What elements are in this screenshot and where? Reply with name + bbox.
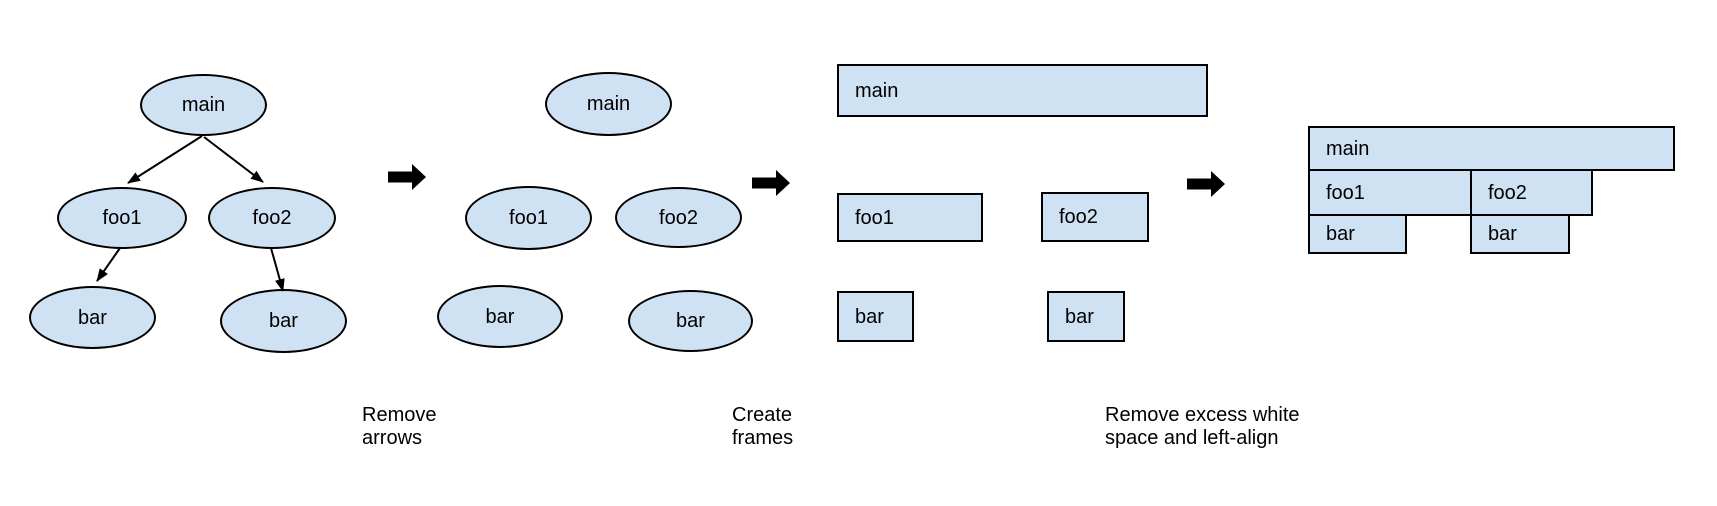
caption-line: frames [732, 427, 794, 449]
frame-main: main [837, 64, 1208, 117]
noarrow-node-foo1: foo1 [465, 186, 592, 250]
tree-node-main: main [140, 74, 267, 136]
edge-main-foo1-arrow [127, 135, 203, 184]
edge-foo2-bar-arrow [270, 247, 285, 292]
step-arrow-icon [388, 164, 426, 190]
flame-frame-main: main [1308, 126, 1675, 171]
caption-remove-arrows: Remove arrows [362, 404, 436, 450]
step-arrow-icon [752, 170, 790, 196]
flame-frame-foo2: foo2 [1470, 169, 1593, 216]
caption-create-frames: Create frames [732, 404, 793, 450]
flame-frame-bar-right: bar [1470, 214, 1570, 254]
frame-bar-right: bar [1047, 291, 1125, 342]
frame-foo1: foo1 [837, 193, 983, 242]
flame-frame-bar-left: bar [1308, 214, 1407, 254]
caption-line: space and left-align [1105, 427, 1279, 449]
flame-frame-foo1: foo1 [1308, 169, 1472, 216]
step-arrow-icon [1187, 171, 1225, 197]
caption-line: Create [732, 404, 793, 426]
frame-foo2: foo2 [1041, 192, 1149, 242]
frame-bar-left: bar [837, 291, 914, 342]
edge-foo1-bar-arrow [96, 247, 121, 282]
noarrow-node-bar-right: bar [628, 290, 753, 352]
caption-line: Remove excess white [1105, 404, 1300, 426]
caption-line: Remove [362, 404, 437, 426]
noarrow-node-foo2: foo2 [615, 187, 742, 248]
edge-main-foo2-arrow [203, 136, 264, 183]
tree-node-foo2: foo2 [208, 187, 336, 249]
noarrow-node-main: main [545, 72, 672, 136]
noarrow-node-bar-left: bar [437, 285, 563, 348]
tree-node-bar-right: bar [220, 289, 347, 353]
caption-left-align: Remove excess white space and left-align [1105, 404, 1300, 450]
tree-node-bar-left: bar [29, 286, 156, 349]
caption-line: arrows [362, 427, 423, 449]
tree-node-foo1: foo1 [57, 187, 187, 249]
